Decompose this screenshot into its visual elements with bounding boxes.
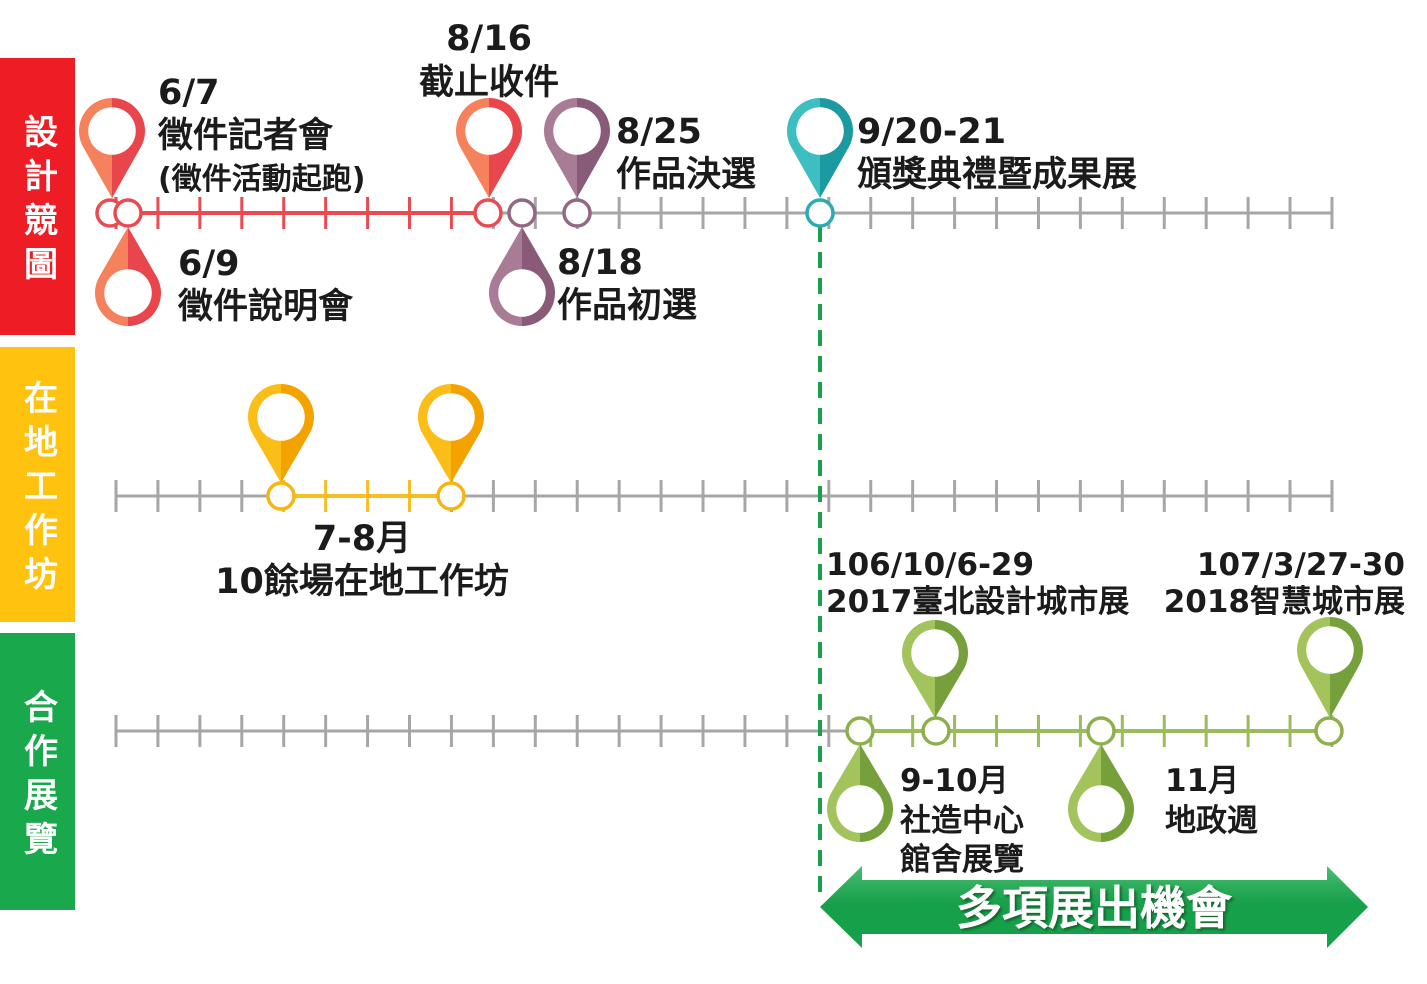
exhibition-opportunities-banner: 多項展出機會 [820, 866, 1368, 948]
timeline-node [1314, 716, 1344, 746]
map-pin-icon [902, 620, 969, 718]
double-arrow-icon [820, 866, 1368, 948]
event-title: 館舍展覽 [900, 842, 1024, 878]
map-pin-icon [787, 97, 853, 198]
timeline-node [1086, 716, 1116, 746]
event-title: 截止收件 [419, 63, 559, 103]
map-pin-hole [465, 107, 513, 155]
event-title: 作品初選 [557, 286, 697, 326]
timeline-node [921, 716, 951, 746]
map-pin-icon [79, 98, 145, 198]
event-title: 10餘場在地工作坊 [215, 562, 509, 602]
event-date: 8/16 [446, 19, 532, 59]
timeline-node [436, 481, 466, 511]
event-title: 徵件記者會 [157, 116, 334, 156]
event-date: 9/20-21 [857, 112, 1006, 152]
map-pin-icon [1068, 744, 1134, 842]
event-title: 頒獎典禮暨成果展 [857, 155, 1137, 195]
timeline-node [113, 198, 143, 228]
map-pin-hole [498, 269, 546, 317]
event-date: 106/10/6-29 [826, 547, 1034, 583]
event-title: 徵件說明會 [177, 287, 354, 327]
event-title: 作品決選 [616, 155, 756, 195]
event-date: 11月 [1165, 763, 1239, 799]
event-title: 社造中心 [900, 803, 1024, 839]
map-pin-hole [836, 785, 884, 833]
section-bar-exhibition: 合作展覽 [0, 633, 75, 910]
event-date: 107/3/27-30 [1197, 547, 1405, 583]
design-timeline: 6/7 徵件記者會 (徵件活動起跑) 6/9 徵件說明會 8/16 截止收件 8… [79, 19, 1334, 327]
event-note: (徵件活動起跑) [158, 162, 365, 197]
map-pin-hole [796, 107, 844, 155]
map-pin-hole [1077, 785, 1125, 833]
map-pin-hole [257, 393, 305, 441]
map-pin-icon [417, 383, 485, 483]
section-label-workshop: 在地工作坊 [17, 379, 58, 600]
map-pin-icon [1297, 617, 1363, 718]
event-date: 9-10月 [900, 763, 1009, 799]
timeline-node [845, 716, 875, 746]
event-date: 6/7 [158, 73, 220, 113]
event-date: 8/18 [557, 243, 643, 283]
timeline-node [507, 198, 537, 228]
map-pin-hole [104, 269, 152, 317]
map-pin-icon [544, 98, 610, 198]
workshop-timeline: 7-8月 10餘場在地工作坊 [114, 383, 1334, 602]
map-pin-hole [1306, 626, 1354, 674]
timeline-node [562, 198, 592, 228]
event-title: 2017臺北設計城市展 [826, 584, 1129, 620]
event-date: 7-8月 [313, 519, 411, 559]
event-date: 6/9 [178, 244, 240, 284]
map-pin-icon [827, 744, 893, 843]
section-label-design: 設計競圖 [17, 113, 58, 290]
exhibition-timeline [114, 715, 1334, 747]
map-pin-icon [95, 227, 161, 326]
map-pin-hole [427, 393, 475, 441]
event-title: 地政週 [1165, 803, 1258, 839]
event-title: 2018智慧城市展 [1164, 584, 1405, 620]
section-label-exhibition: 合作展覽 [17, 688, 58, 865]
timeline-node [473, 198, 503, 228]
map-pin-icon [489, 227, 555, 326]
event-date: 8/25 [616, 112, 702, 152]
timeline-node [805, 198, 835, 228]
timeline-node [266, 481, 296, 511]
section-bar-workshop: 在地工作坊 [0, 347, 75, 622]
map-pin-hole [911, 629, 959, 677]
exhibition-markers: 106/10/6-29 2017臺北設計城市展 107/3/27-30 2018… [826, 547, 1405, 878]
map-pin-icon [248, 384, 314, 483]
banner-label: 多項展出機會 [956, 881, 1233, 935]
section-bar-design: 設計競圖 [0, 58, 75, 335]
map-pin-hole [88, 107, 136, 155]
map-pin-hole [553, 107, 601, 155]
map-pin-icon [456, 98, 522, 198]
